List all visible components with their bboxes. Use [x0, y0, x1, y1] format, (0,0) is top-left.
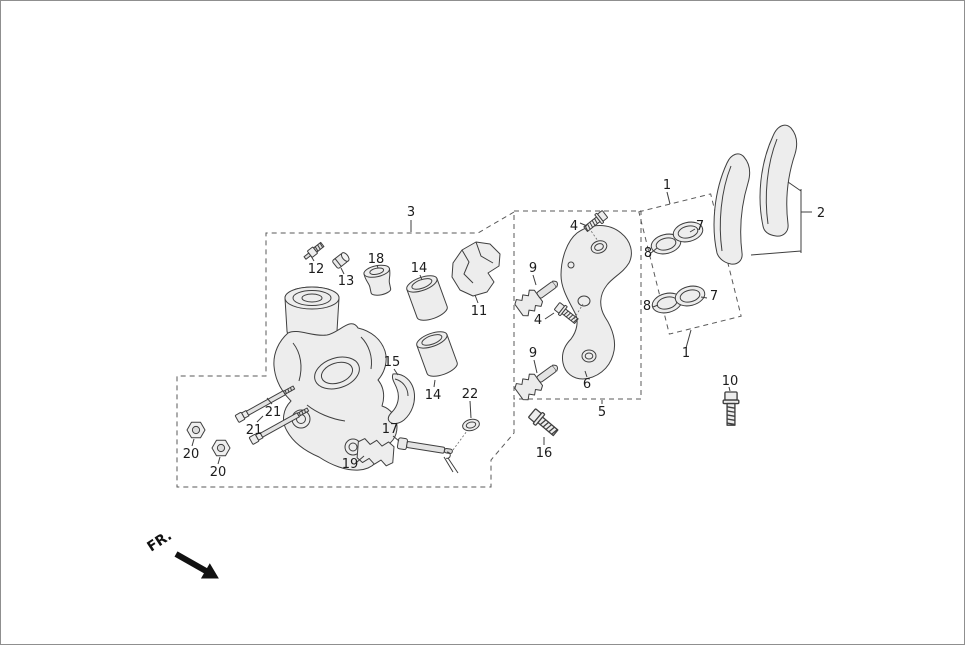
assembly-axis-17 — [452, 430, 468, 451]
pad-bolt-10 — [722, 391, 740, 426]
pads-bracket-line — [750, 181, 812, 256]
part-number-labels: 1123445677889910111213141415161718192020… — [183, 178, 825, 480]
part-label-18: 18 — [368, 252, 385, 267]
assembly-axis-4a — [588, 227, 599, 242]
brake-pads — [713, 124, 798, 265]
piston-upper — [404, 271, 450, 325]
part-label-7a: 7 — [696, 219, 704, 234]
part-label-9b: 9 — [529, 346, 537, 361]
part-label-4a: 4 — [570, 219, 578, 234]
boot-18 — [363, 264, 392, 296]
part-label-20b: 20 — [210, 465, 227, 480]
fr-label: FR. — [144, 528, 174, 556]
part-label-21b: 21 — [246, 423, 263, 438]
part-label-13: 13 — [338, 274, 355, 289]
pin-plug-lower — [211, 439, 231, 457]
bleed-valve-12 — [303, 241, 325, 260]
hanger-pin-17 — [396, 437, 453, 454]
pad-retainer-15 — [387, 373, 415, 424]
bleed-cap-13 — [332, 252, 350, 269]
part-label-8b: 8 — [643, 299, 651, 314]
fr-arrowhead — [200, 563, 219, 579]
part-label-8a: 8 — [644, 246, 652, 261]
leader-lines — [191, 191, 731, 465]
part-label-4b: 4 — [534, 313, 542, 328]
washer-22 — [462, 418, 480, 432]
part-label-14b: 14 — [425, 388, 442, 403]
slide-pin-lower — [512, 357, 564, 403]
group-boxes — [176, 193, 742, 488]
part-label-3: 3 — [407, 205, 415, 220]
pin-plug-upper — [186, 421, 206, 439]
caliper-bracket-6 — [560, 225, 632, 380]
part-label-12: 12 — [308, 262, 325, 277]
slide-pin-upper — [512, 273, 564, 319]
group-box-caliper — [176, 211, 515, 488]
part-label-21a: 21 — [265, 405, 282, 420]
group-box-bracket — [513, 210, 642, 400]
mount-bolt-16 — [526, 406, 561, 439]
fr-direction-arrow: FR. — [144, 528, 219, 579]
assembly-axis-4b — [573, 303, 584, 320]
part-label-1b: 1 — [682, 346, 690, 361]
piston-seal-set-lower — [649, 282, 708, 317]
caliper-body — [273, 286, 398, 471]
part-label-11: 11 — [471, 304, 488, 319]
part-label-20a: 20 — [183, 447, 200, 462]
part-label-17: 17 — [382, 422, 399, 437]
part-label-19: 19 — [342, 457, 359, 472]
part-label-9a: 9 — [529, 261, 537, 276]
part-label-2: 2 — [817, 206, 825, 221]
part-label-22: 22 — [462, 387, 479, 402]
part-label-6: 6 — [583, 377, 591, 392]
part-label-16: 16 — [536, 446, 553, 461]
pin-clip — [443, 451, 459, 474]
part-label-5: 5 — [598, 405, 606, 420]
pin-boot-19 — [356, 438, 395, 467]
part-label-15: 15 — [384, 355, 401, 370]
piston-lower — [414, 327, 460, 381]
part-label-1a: 1 — [663, 178, 671, 193]
part-label-14a: 14 — [411, 261, 428, 276]
pad-spring-11 — [451, 241, 501, 297]
part-label-7b: 7 — [710, 289, 718, 304]
part-label-10: 10 — [722, 374, 739, 389]
